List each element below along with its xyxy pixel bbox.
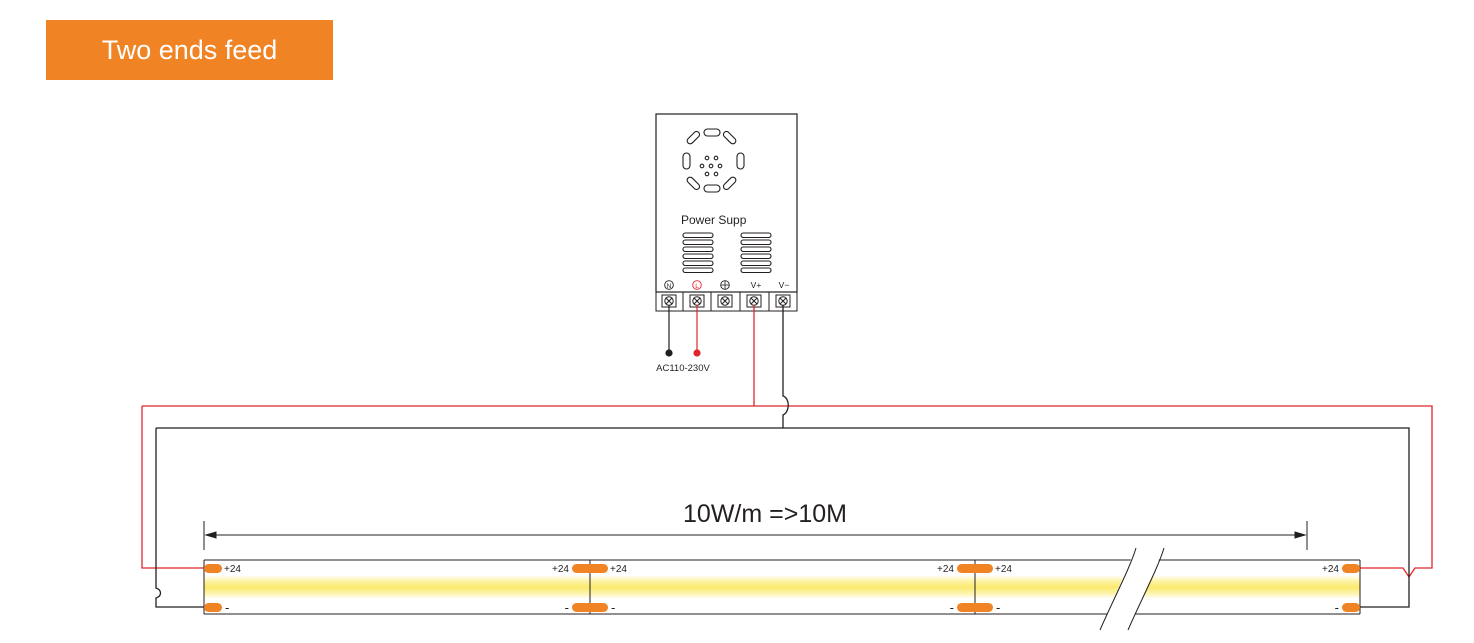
title-banner: Two ends feed: [46, 20, 333, 80]
vent-left: [682, 232, 714, 274]
terminal-n-label: N: [667, 283, 672, 290]
solder-pad-minus: [204, 603, 222, 612]
ac-neutral-dot: [665, 349, 673, 357]
power-supply-label: Power Supp: [681, 213, 747, 227]
plus-label: +24: [224, 564, 241, 575]
power-supply-body: [655, 113, 798, 293]
solder-pad-plus: [204, 564, 222, 573]
minus-label: -: [996, 600, 1000, 615]
led-strip: +24 +24 +24 +24 +24 +24 - - - - - -: [203, 547, 1361, 631]
terminal-l-label: L: [695, 283, 699, 290]
solder-pad-minus: [1342, 603, 1360, 612]
break-symbol: [1099, 547, 1165, 631]
terminal-n: N: [664, 280, 674, 290]
terminal-v-minus-label: V−: [779, 280, 790, 290]
minus-label: -: [950, 600, 954, 615]
strip-glow: [204, 575, 1360, 599]
ac-live-dot: [693, 349, 701, 357]
earth-icon: [720, 280, 730, 290]
fan-grille-icon: [682, 128, 745, 193]
solder-pad-minus: [572, 603, 608, 612]
negative-wire: [155, 305, 1410, 608]
solder-pad-minus: [957, 603, 993, 612]
plus-label: +24: [1322, 564, 1339, 575]
vent-right: [740, 232, 772, 274]
terminal-block: [655, 291, 798, 312]
terminal-v-plus-label: V+: [751, 280, 762, 290]
solder-pad-plus: [957, 564, 993, 573]
minus-label: -: [565, 600, 569, 615]
ac-input: AC110-230V: [656, 305, 711, 374]
plus-label: +24: [995, 564, 1012, 575]
dimension-line: [203, 521, 1308, 550]
plus-label: +24: [552, 564, 569, 575]
positive-wire: [141, 305, 1433, 579]
terminal-screw: [717, 294, 733, 308]
minus-label: -: [1335, 600, 1339, 615]
ac-input-label: AC110-230V: [656, 363, 710, 374]
title-text: Two ends feed: [101, 34, 278, 65]
plus-label: +24: [610, 564, 627, 575]
solder-pad-plus: [1342, 564, 1360, 573]
solder-pad-plus: [572, 564, 608, 573]
plus-label: +24: [937, 564, 954, 575]
terminal-l: L: [692, 280, 702, 290]
minus-label: -: [611, 600, 615, 615]
dimension-label: 10W/m =>10M: [683, 500, 847, 528]
power-supply: Power Supp N L: [655, 113, 798, 312]
minus-label: -: [225, 600, 229, 615]
